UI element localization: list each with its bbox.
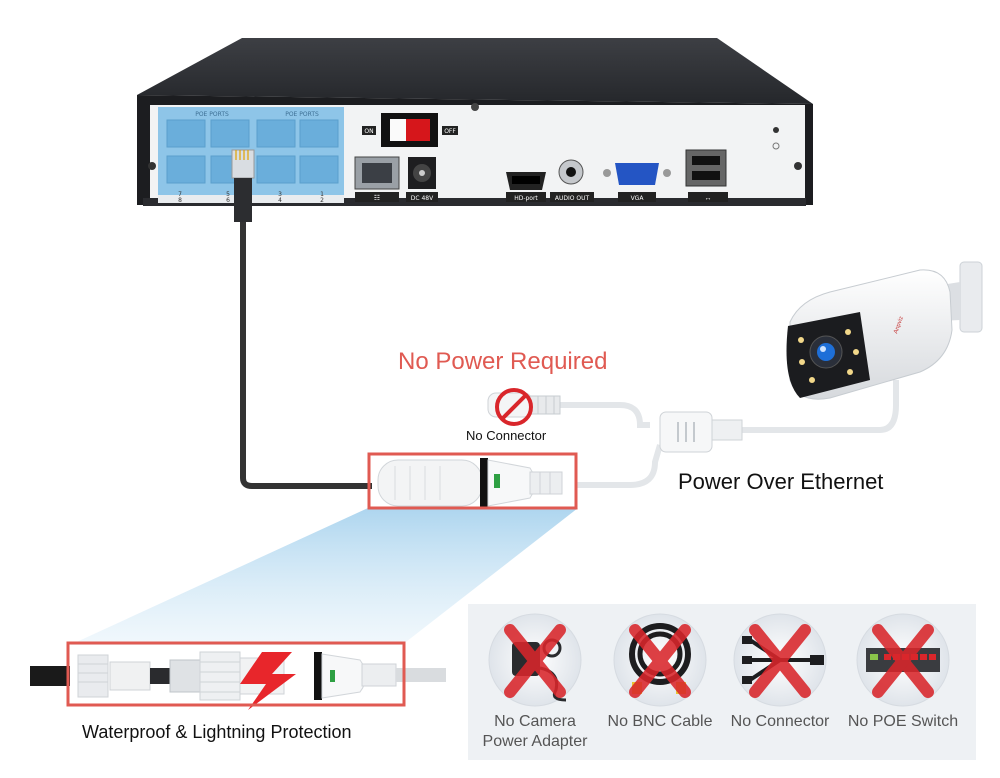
port-number: 8 bbox=[178, 197, 182, 204]
no-power-required-headline: No Power Required bbox=[398, 348, 608, 375]
dc-power-port: DC 48V bbox=[406, 157, 438, 202]
switch-off-label: OFF bbox=[444, 128, 456, 135]
power-switch: ON OFF bbox=[362, 113, 458, 147]
network-icon: ☷ bbox=[374, 195, 380, 202]
lan-port: ☷ bbox=[354, 156, 400, 202]
audio-label: AUDIO OUT bbox=[555, 195, 590, 202]
audio-out-port: AUDIO OUT bbox=[550, 159, 594, 202]
caption-no-bnc-cable: No BNC Cable bbox=[607, 713, 713, 730]
port-number: 5 bbox=[226, 191, 230, 198]
lightning-icon bbox=[240, 652, 296, 710]
switch-on-label: ON bbox=[364, 128, 373, 135]
waterproof-lightning-label: Waterproof & Lightning Protection bbox=[82, 722, 352, 742]
port-number: 7 bbox=[178, 191, 182, 198]
poe-splitter bbox=[575, 380, 899, 488]
hdmi-label: HD-port bbox=[514, 195, 538, 202]
port-number: 2 bbox=[320, 197, 324, 204]
port-number: 4 bbox=[278, 197, 282, 204]
usb-ports: ↔ bbox=[685, 149, 728, 202]
usb-icon: ↔ bbox=[705, 195, 712, 202]
caption-no-poe-switch: No POE Switch bbox=[847, 713, 959, 730]
caption-no-power-adapter: No Camera Power Adapter bbox=[482, 713, 588, 750]
poe-ports-label: POE PORTS bbox=[285, 111, 319, 118]
poe-ports-label: POE PORTS bbox=[195, 111, 229, 118]
dc-label: DC 48V bbox=[411, 195, 434, 202]
caption-no-connector: No Connector bbox=[730, 713, 830, 730]
zoom-beam bbox=[70, 508, 578, 645]
vga-label: VGA bbox=[631, 195, 645, 202]
ip-bullet-camera: Anpviz bbox=[786, 261, 983, 400]
power-over-ethernet-label: Power Over Ethernet bbox=[678, 469, 884, 494]
waterproof-connector bbox=[377, 458, 563, 508]
vga-port: VGA bbox=[603, 163, 671, 202]
port-number: 3 bbox=[278, 191, 282, 198]
inset-highlight-box bbox=[66, 641, 406, 707]
no-connector-label: No Connector bbox=[466, 428, 547, 443]
port-number: 6 bbox=[226, 197, 230, 204]
camera-brand: Anpviz bbox=[893, 316, 905, 335]
zoom-inset bbox=[30, 651, 446, 701]
port-number: 1 bbox=[320, 191, 324, 198]
hdmi-port: HD-port bbox=[506, 172, 546, 202]
highlight-box bbox=[367, 452, 578, 510]
ethernet-cable bbox=[231, 149, 372, 489]
prohibited-icon bbox=[495, 388, 533, 426]
